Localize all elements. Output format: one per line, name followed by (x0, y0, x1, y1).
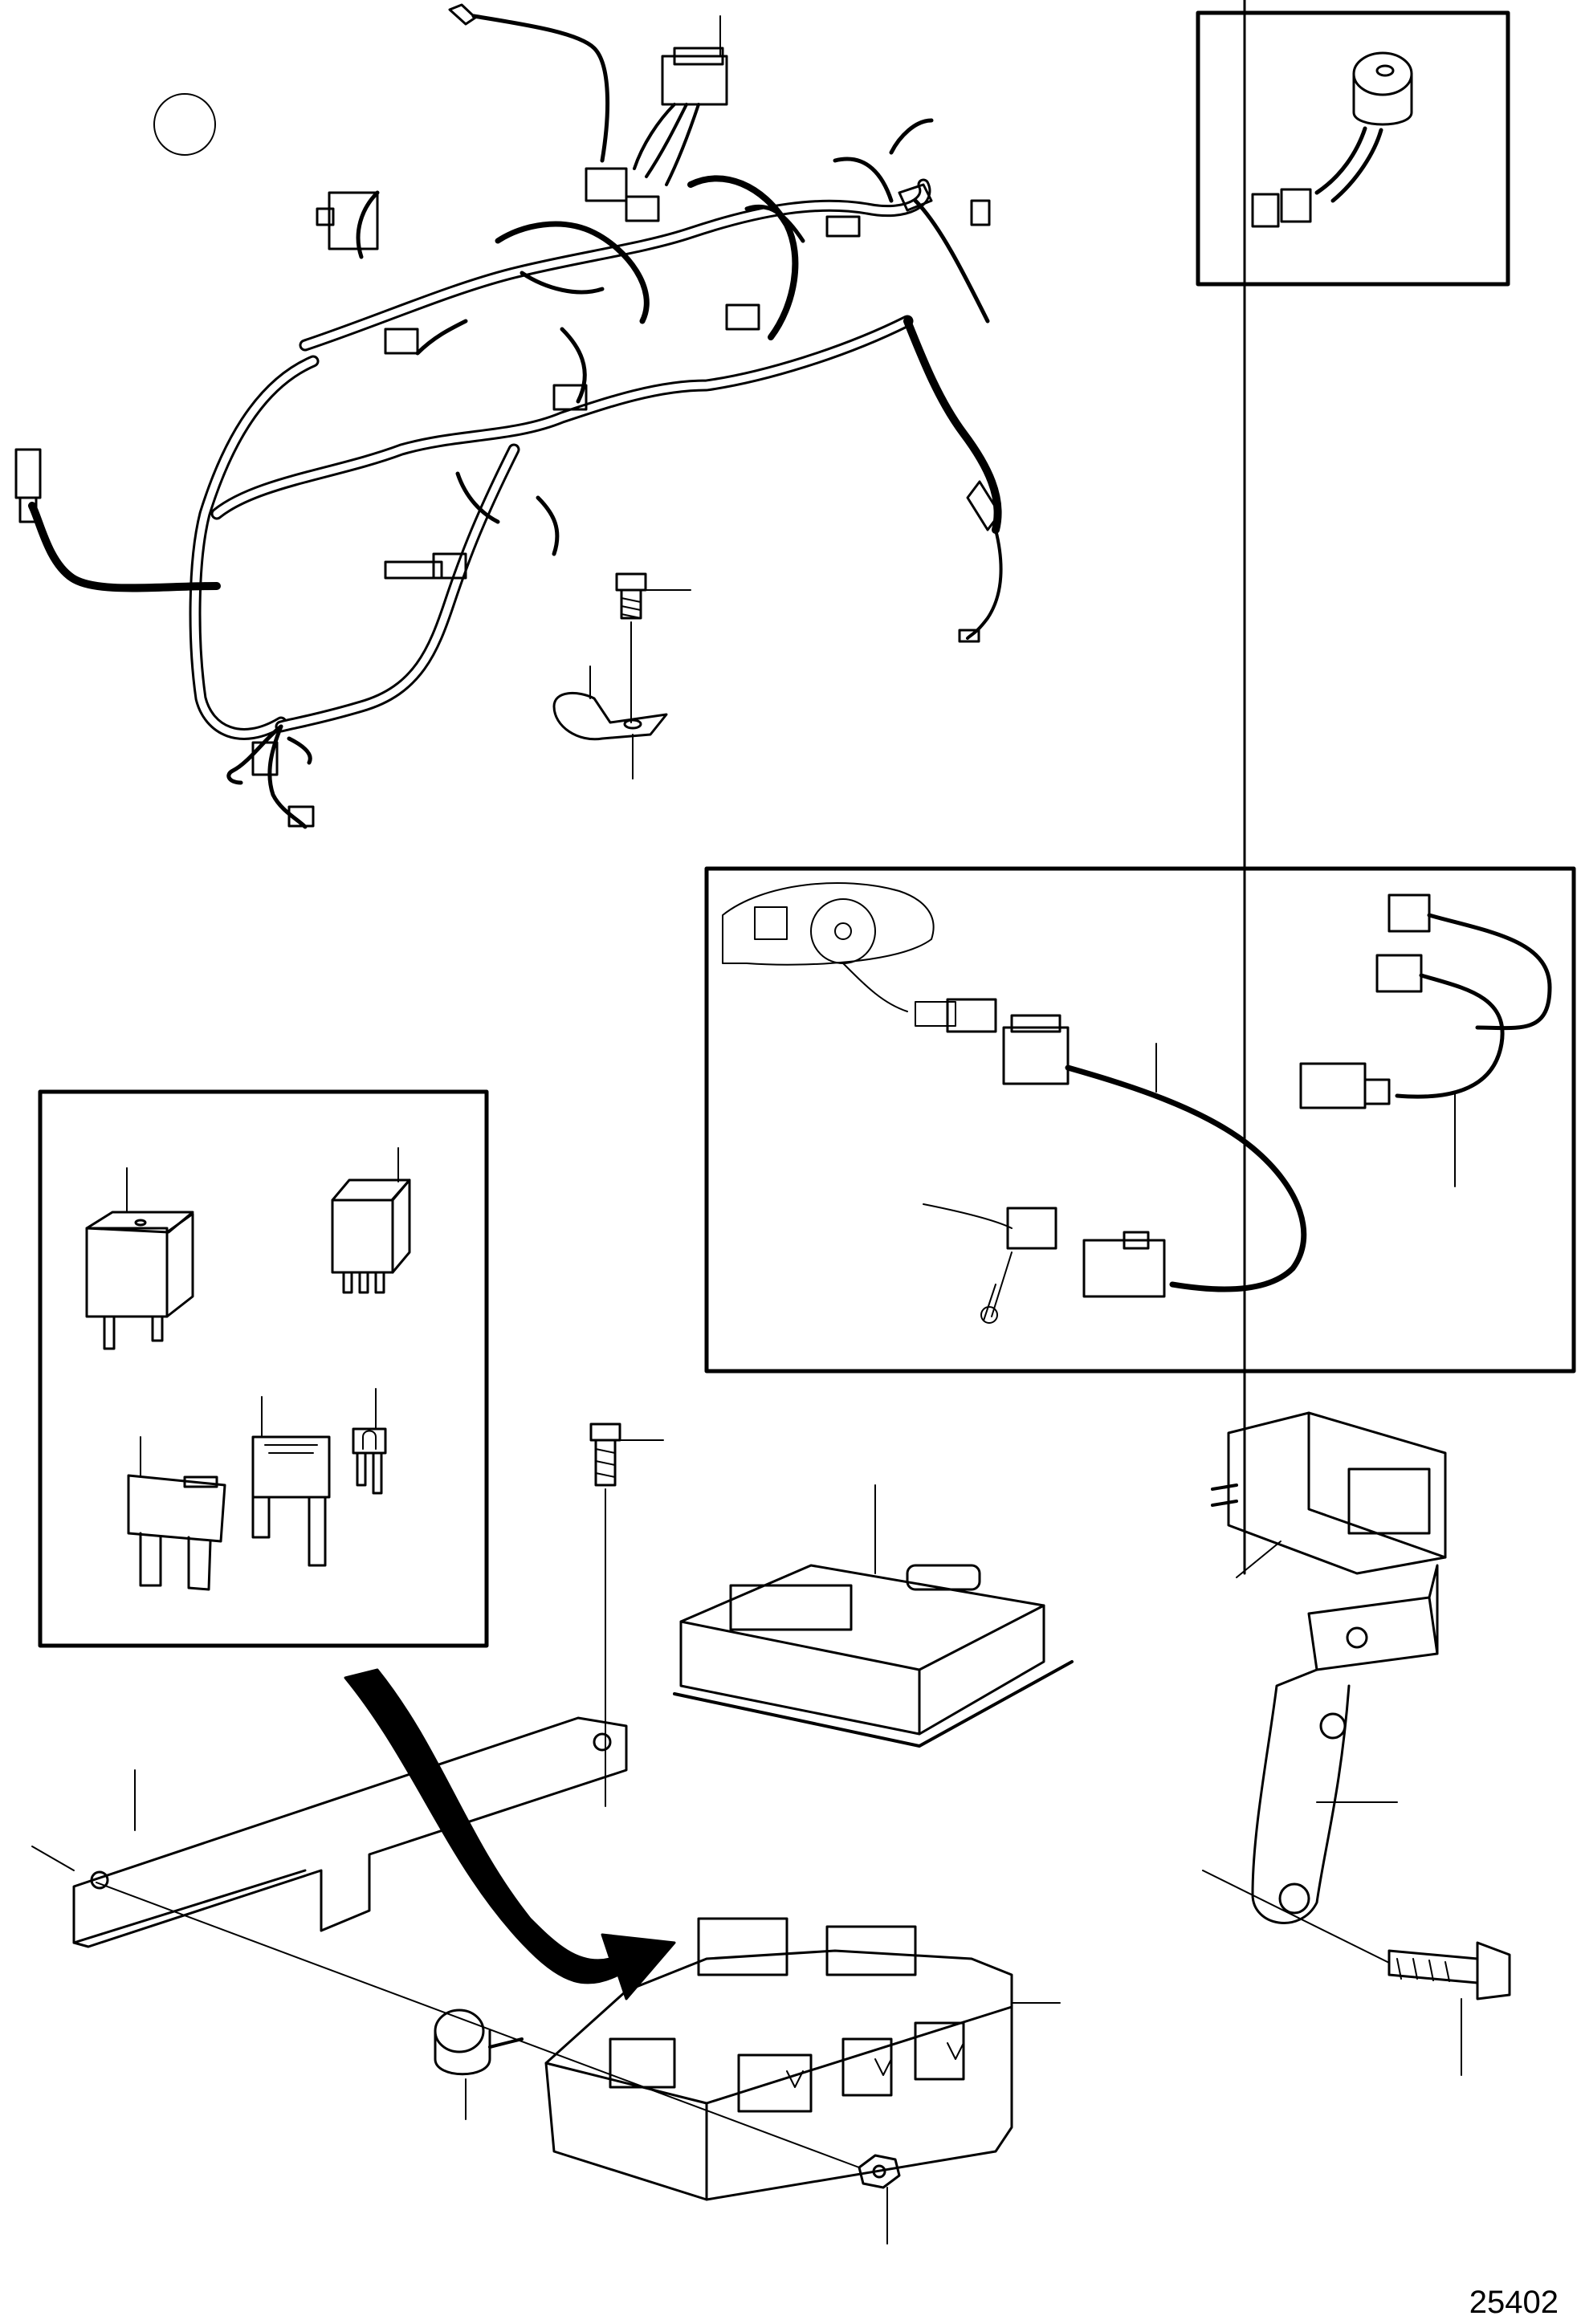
adapter-cable (1299, 893, 1552, 1187)
relay-and-fuse-inset (38, 1089, 489, 1648)
support-bracket (31, 1716, 628, 1948)
relay-large (85, 1167, 194, 1350)
fuse-box-cover (673, 1484, 1074, 1748)
ground-ring-marker (153, 93, 216, 156)
flange-bolt (615, 572, 691, 723)
rubber-spacer (434, 2009, 524, 2120)
mounting-bolt (589, 1422, 664, 1807)
fuse-relay-box (544, 1917, 1061, 2201)
mini-fuse (352, 1388, 387, 1495)
plug-connector-inset (1196, 10, 1510, 287)
relay-small (331, 1147, 411, 1294)
blade-fuse (251, 1396, 331, 1567)
maxi-fuse (127, 1436, 226, 1591)
nut (96, 1882, 901, 2245)
cable-clamp (552, 665, 668, 779)
bracket-bolt (1202, 1870, 1511, 2076)
relay-socket-connector (1211, 0, 1447, 1578)
instrument-extension-harness-inset (704, 866, 1576, 1374)
assembly-arrow (344, 1668, 676, 2000)
main-wiring-harness (14, 3, 1003, 829)
relay-bracket (1251, 1564, 1439, 1924)
figure-number: 25402 (1469, 2285, 1559, 2320)
